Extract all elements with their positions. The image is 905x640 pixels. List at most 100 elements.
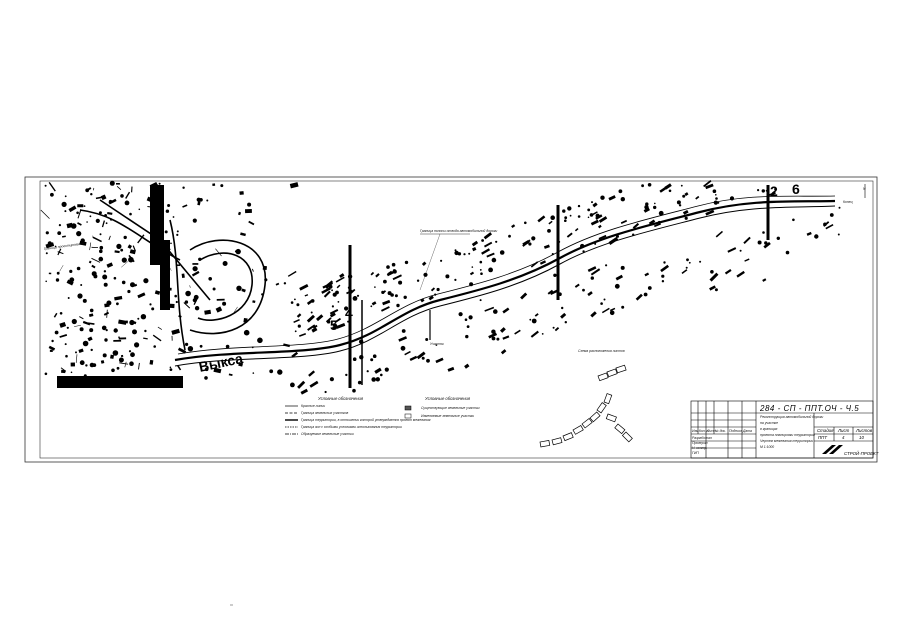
legend-item-label: Изменяемые земельные участки bbox=[421, 414, 474, 418]
map-block bbox=[484, 306, 495, 312]
map-dot bbox=[564, 321, 567, 324]
map-block bbox=[522, 240, 530, 247]
map-dot bbox=[71, 318, 77, 325]
inset-sheet bbox=[597, 372, 609, 382]
sheets-header: Листов bbox=[855, 428, 873, 433]
map-block bbox=[823, 221, 830, 227]
inset-sheet bbox=[615, 364, 627, 374]
map-block bbox=[705, 183, 714, 190]
map-block bbox=[715, 230, 724, 238]
legend-item-label: Граница зон с особыми условиями использо… bbox=[301, 425, 402, 429]
map-block bbox=[472, 247, 477, 252]
map-dot bbox=[79, 360, 85, 366]
map-dot bbox=[496, 337, 500, 341]
map-block bbox=[574, 283, 580, 288]
sheet-frame bbox=[24, 176, 878, 463]
map-dot bbox=[661, 280, 665, 283]
map-dot bbox=[149, 303, 152, 306]
map-block bbox=[430, 287, 436, 292]
map-dot bbox=[600, 195, 605, 200]
map-dot bbox=[51, 339, 54, 343]
map-dot bbox=[144, 329, 147, 333]
map-block bbox=[129, 249, 136, 255]
map-dot bbox=[128, 350, 132, 353]
map-dot bbox=[577, 215, 581, 218]
map-block bbox=[300, 388, 309, 395]
map-block bbox=[598, 224, 602, 229]
map-dot bbox=[75, 351, 77, 354]
map-dot bbox=[61, 201, 67, 207]
map-dot bbox=[132, 329, 137, 335]
map-dot bbox=[479, 260, 483, 264]
map-block bbox=[660, 264, 670, 273]
map-block bbox=[275, 282, 280, 286]
map-dot bbox=[454, 250, 459, 256]
map-block bbox=[381, 306, 390, 312]
map-block bbox=[325, 317, 332, 323]
map-block bbox=[216, 298, 225, 301]
map-dot bbox=[54, 330, 59, 335]
map-block bbox=[297, 380, 306, 389]
map-block bbox=[191, 270, 200, 277]
map-block bbox=[598, 234, 607, 240]
map-dot bbox=[370, 358, 374, 362]
map-dot bbox=[129, 361, 134, 367]
map-dot bbox=[375, 377, 380, 382]
map-dot bbox=[182, 186, 185, 189]
map-dot bbox=[269, 369, 274, 374]
map-dot bbox=[618, 189, 623, 194]
map-dot bbox=[435, 344, 438, 346]
map-dot bbox=[370, 305, 373, 308]
map-block bbox=[252, 300, 256, 303]
number-label-1: 5 bbox=[330, 317, 338, 333]
map-stroke bbox=[89, 242, 92, 251]
north-arrow-icon: N bbox=[863, 184, 866, 198]
map-dot bbox=[352, 296, 358, 301]
map-dot bbox=[64, 210, 67, 213]
map-dot bbox=[757, 240, 762, 245]
map-dot bbox=[685, 266, 688, 269]
map-block bbox=[114, 250, 120, 254]
map-dot bbox=[204, 376, 208, 380]
map-block bbox=[537, 215, 546, 223]
map-stroke bbox=[193, 296, 199, 305]
map-block bbox=[289, 182, 299, 189]
map-block bbox=[62, 235, 66, 238]
map-block bbox=[116, 183, 120, 185]
map-stroke bbox=[124, 361, 127, 368]
map-dot bbox=[59, 312, 63, 315]
map-block bbox=[329, 308, 339, 315]
map-block bbox=[304, 294, 309, 297]
map-dot bbox=[356, 294, 360, 297]
map-block bbox=[500, 327, 506, 333]
map-block bbox=[334, 317, 342, 324]
map-dot bbox=[653, 205, 657, 210]
map-block bbox=[118, 319, 127, 325]
company-logo-icon bbox=[822, 445, 843, 454]
map-dot bbox=[774, 188, 776, 190]
map-block bbox=[744, 258, 750, 262]
map-dot bbox=[102, 274, 108, 280]
map-block bbox=[45, 242, 55, 249]
map-block bbox=[88, 260, 92, 264]
map-dot bbox=[436, 287, 440, 292]
map-dot bbox=[174, 294, 177, 298]
map-dot bbox=[134, 342, 140, 348]
map-block bbox=[244, 208, 252, 214]
map-block bbox=[87, 336, 93, 342]
map-dot bbox=[98, 256, 104, 262]
map-stroke bbox=[106, 309, 108, 318]
map-dot bbox=[352, 357, 357, 362]
map-block bbox=[590, 268, 601, 276]
map-block bbox=[530, 330, 539, 338]
map-block bbox=[471, 240, 479, 247]
map-block bbox=[416, 351, 426, 360]
map-block bbox=[306, 314, 315, 323]
map-dot bbox=[153, 345, 156, 348]
map-dot bbox=[331, 289, 333, 292]
map-stroke bbox=[108, 235, 111, 241]
map-dot bbox=[471, 266, 474, 268]
map-dot bbox=[394, 294, 398, 298]
inset-title: Схема расположения листов bbox=[578, 349, 625, 353]
